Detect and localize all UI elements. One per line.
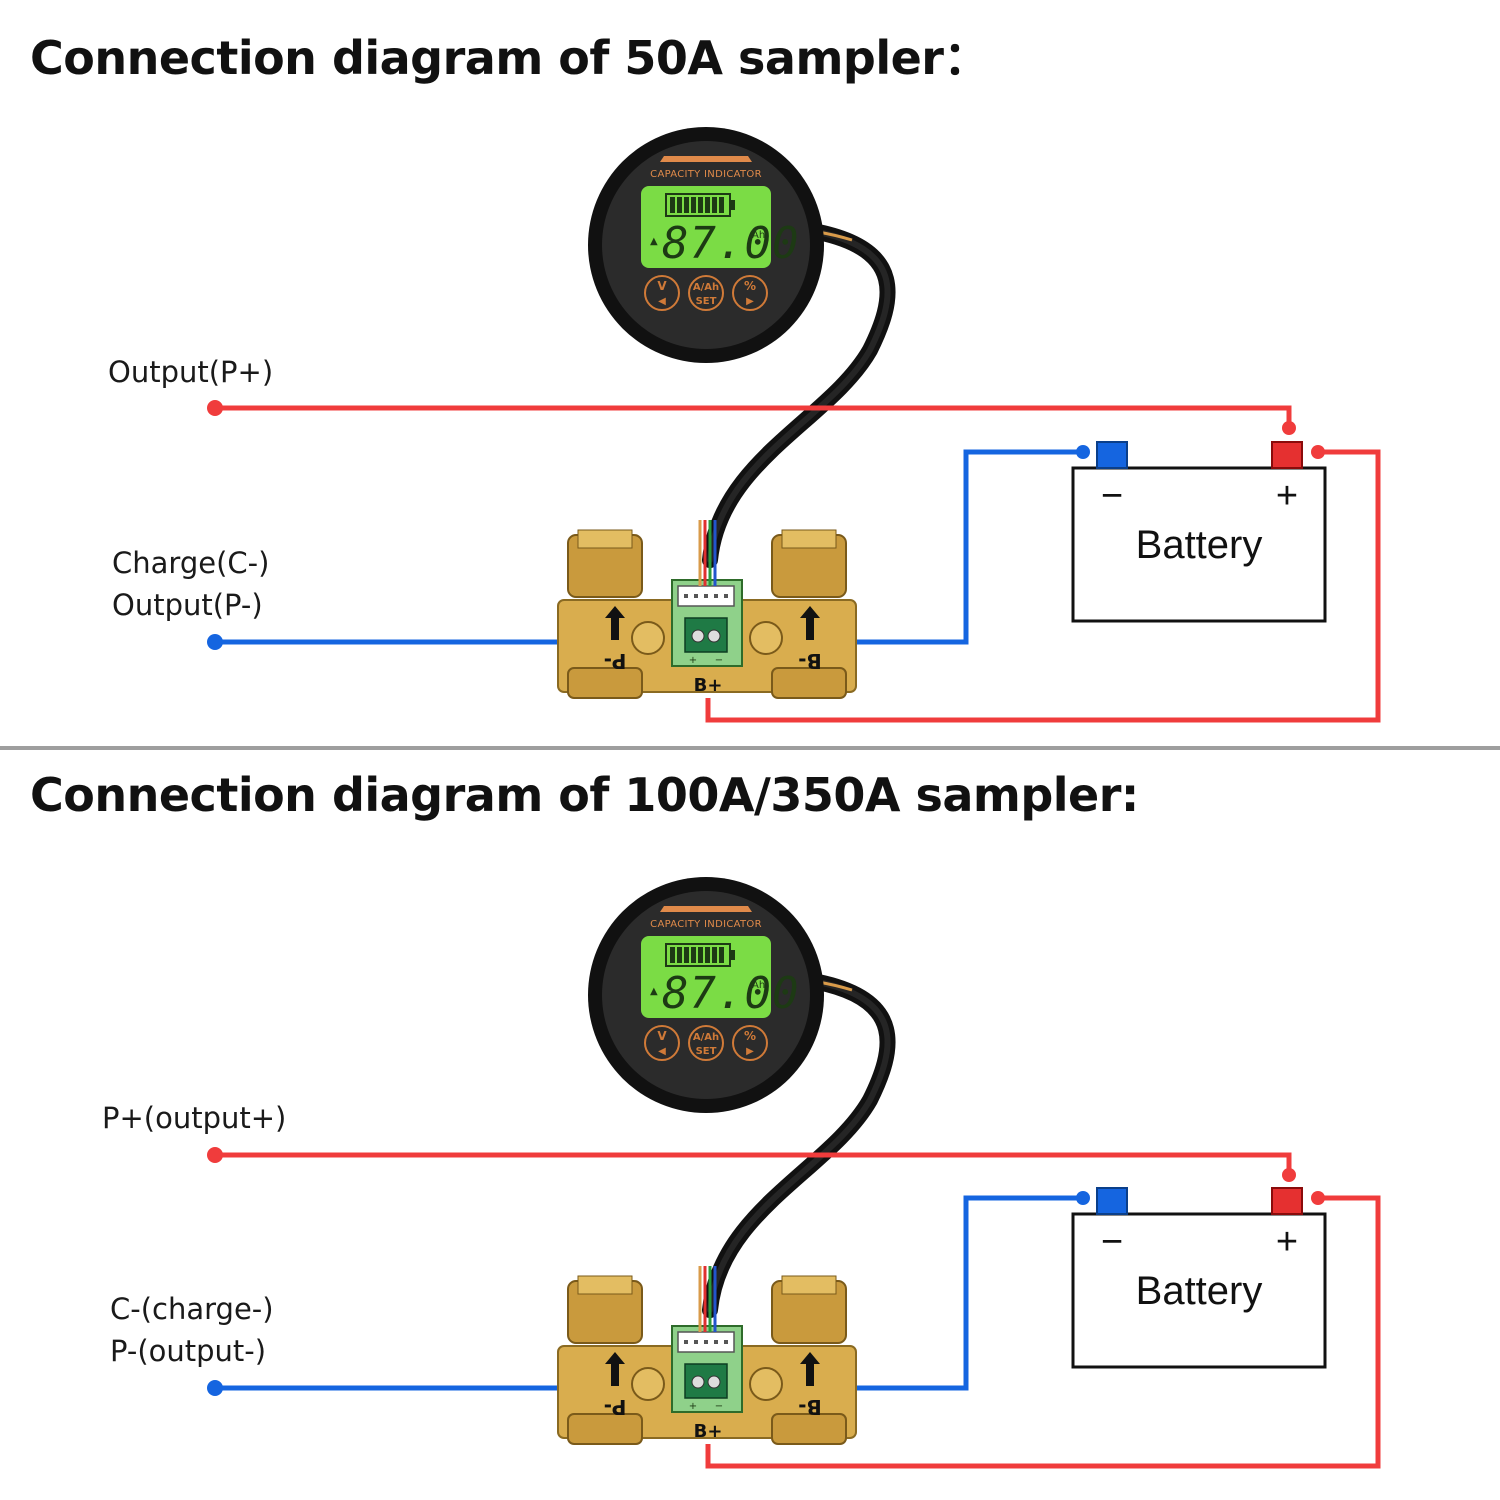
wiring-diagram: CAPACITY INDICATOR ▲ 87.00 Ah V ◀ bbox=[102, 877, 1381, 1469]
svg-text:%: % bbox=[744, 1029, 756, 1043]
panel-title: Connection diagram of 50A sampler： bbox=[30, 31, 989, 85]
svg-text:▲: ▲ bbox=[650, 236, 658, 247]
shunt-b-minus-label: B- bbox=[798, 649, 822, 673]
meter-button-v[interactable]: V ◀ bbox=[644, 1025, 680, 1061]
meter-brand: CAPACITY INDICATOR bbox=[650, 169, 762, 180]
wiring-diagram: CAPACITY INDICATOR ▲ 87.00 Ah V ◀ bbox=[108, 127, 1381, 723]
battery: − + Battery bbox=[1071, 441, 1327, 623]
meter-button-set[interactable]: A/Ah SET bbox=[688, 275, 724, 311]
label-negative-line2: Output(P-) bbox=[112, 588, 263, 622]
label-output-positive: P+(output+) bbox=[102, 1101, 286, 1135]
battery-positive-terminal bbox=[1271, 1187, 1303, 1215]
shunt-sampler: P- B- + − B+ bbox=[557, 1266, 857, 1445]
meter-button-percent[interactable]: % ▶ bbox=[732, 275, 768, 311]
svg-text:▲: ▲ bbox=[650, 986, 658, 997]
svg-text:%: % bbox=[744, 279, 756, 293]
battery-level-icon bbox=[665, 193, 735, 217]
shunt-p-minus-label: P- bbox=[604, 649, 627, 673]
battery-negative-terminal bbox=[1096, 441, 1128, 469]
wire-endpoints bbox=[207, 1147, 1325, 1396]
shunt-b-plus-label: B+ bbox=[694, 675, 723, 696]
svg-text:V: V bbox=[657, 1029, 667, 1043]
meter-button-set[interactable]: A/Ah SET bbox=[688, 1025, 724, 1061]
wire-endpoints bbox=[207, 400, 1325, 650]
capacity-meter: CAPACITY INDICATOR ▲ 87.00 Ah V ◀ bbox=[588, 877, 824, 1113]
section-divider bbox=[0, 746, 1500, 750]
meter-brand: CAPACITY INDICATOR bbox=[650, 919, 762, 930]
label-negative-line2: P-(output-) bbox=[110, 1334, 266, 1368]
lcd-unit: Ah bbox=[752, 980, 765, 991]
shunt-b-minus-label: B- bbox=[798, 1395, 822, 1419]
lcd-reading: 87.00 bbox=[662, 968, 799, 1019]
svg-text:+: + bbox=[689, 1401, 697, 1412]
svg-text:◀: ◀ bbox=[658, 296, 666, 307]
battery-level-icon bbox=[665, 943, 735, 967]
shunt-sampler: P- B- + − B+ bbox=[557, 520, 857, 699]
battery-minus-sign: − bbox=[1101, 475, 1123, 517]
svg-text:A/Ah: A/Ah bbox=[693, 282, 719, 293]
svg-text:▶: ▶ bbox=[746, 296, 754, 307]
shunt-p-minus-label: P- bbox=[604, 1395, 627, 1419]
battery: − + Battery bbox=[1071, 1187, 1327, 1369]
battery-positive-terminal bbox=[1271, 441, 1303, 469]
meter-button-v[interactable]: V ◀ bbox=[644, 275, 680, 311]
svg-text:−: − bbox=[715, 655, 723, 666]
capacity-meter: CAPACITY INDICATOR ▲ 87.00 Ah V ◀ bbox=[588, 127, 824, 363]
lcd-reading: 87.00 bbox=[662, 218, 799, 269]
svg-text:A/Ah: A/Ah bbox=[693, 1032, 719, 1043]
svg-text:−: − bbox=[715, 1401, 723, 1412]
svg-text:SET: SET bbox=[696, 1046, 717, 1057]
meter-button-percent[interactable]: % ▶ bbox=[732, 1025, 768, 1061]
svg-text:▶: ▶ bbox=[746, 1046, 754, 1057]
label-output-positive: Output(P+) bbox=[108, 355, 273, 389]
lcd-unit: Ah bbox=[752, 230, 765, 241]
negative-wires bbox=[215, 449, 1083, 645]
negative-wires bbox=[215, 1195, 1083, 1391]
diagram-panel-50a: Connection diagram of 50A sampler： CAPAC… bbox=[0, 0, 1500, 750]
battery-negative-terminal bbox=[1096, 1187, 1128, 1215]
svg-text:SET: SET bbox=[696, 296, 717, 307]
svg-text:◀: ◀ bbox=[658, 1046, 666, 1057]
panel-title: Connection diagram of 100A/350A sampler: bbox=[30, 768, 1139, 822]
svg-text:V: V bbox=[657, 279, 667, 293]
label-negative-line1: Charge(C-) bbox=[112, 546, 269, 580]
battery-plus-sign: + bbox=[1276, 475, 1298, 517]
diagram-panel-100a-350a: Connection diagram of 100A/350A sampler:… bbox=[0, 750, 1500, 1498]
battery-label: Battery bbox=[1136, 1269, 1263, 1313]
svg-text:+: + bbox=[689, 655, 697, 666]
battery-plus-sign: + bbox=[1276, 1221, 1298, 1263]
battery-minus-sign: − bbox=[1101, 1221, 1123, 1263]
shunt-b-plus-label: B+ bbox=[694, 1421, 723, 1442]
battery-label: Battery bbox=[1136, 523, 1263, 567]
label-negative-line1: C-(charge-) bbox=[110, 1292, 274, 1326]
